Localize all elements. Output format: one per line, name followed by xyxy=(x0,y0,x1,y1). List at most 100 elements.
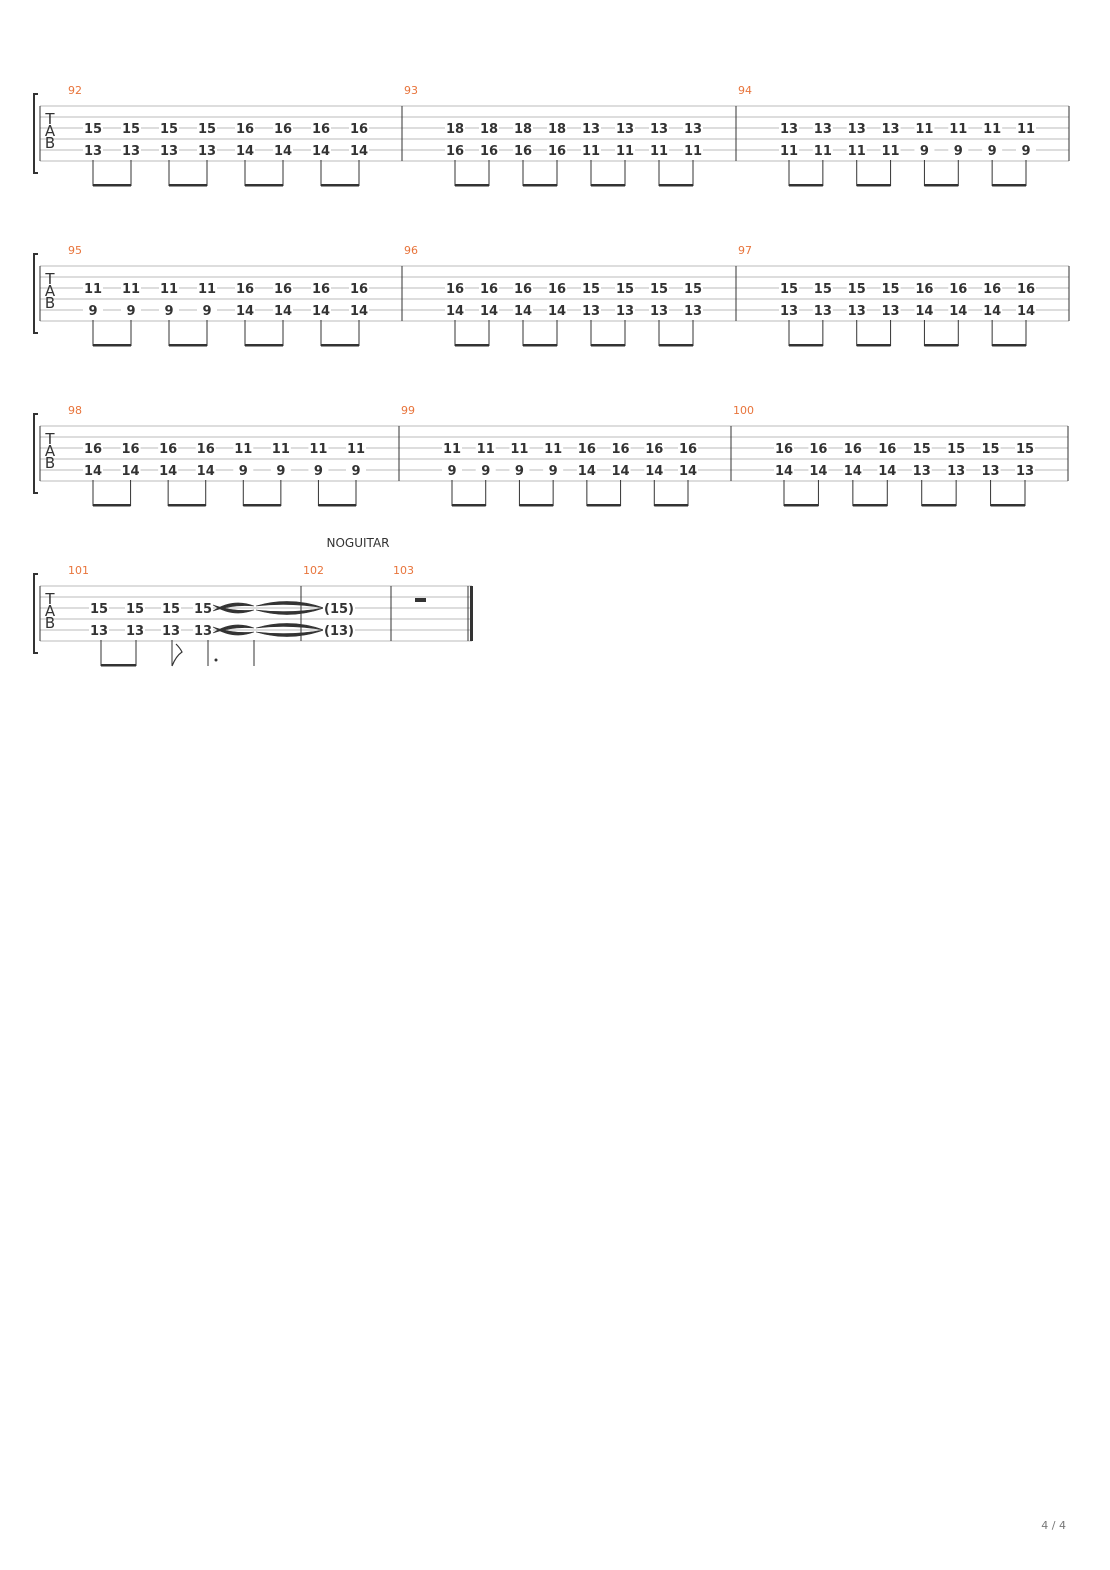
fret-number: 9 xyxy=(314,464,323,479)
fret-mask xyxy=(273,142,293,157)
fret-mask xyxy=(615,142,635,157)
tab-system: TAB9816141614161416141191191191199911911… xyxy=(33,404,1069,507)
fret-mask xyxy=(610,462,631,477)
fret-mask xyxy=(197,142,217,157)
tab-clef-letter: T xyxy=(44,430,55,448)
note-beam xyxy=(452,504,486,507)
fret-mask xyxy=(83,462,103,477)
fret-mask xyxy=(980,462,1001,477)
fret-mask xyxy=(911,440,932,455)
fret-number: 15 xyxy=(848,282,866,297)
fret-number: 14 xyxy=(312,144,330,159)
fret-mask xyxy=(195,440,216,455)
fret-mask xyxy=(812,142,833,157)
fret-number: 16 xyxy=(84,442,102,457)
fret-mask xyxy=(233,440,254,455)
fret-number: 16 xyxy=(446,282,464,297)
note-beam xyxy=(789,184,823,187)
fret-number: 9 xyxy=(88,304,97,319)
fret-number: 15 xyxy=(947,442,965,457)
note-beam xyxy=(245,184,283,187)
fret-mask xyxy=(808,440,829,455)
fret-mask xyxy=(779,120,799,135)
fret-number: 14 xyxy=(809,464,827,479)
fret-number: 9 xyxy=(988,144,997,159)
fret-mask xyxy=(779,302,799,317)
fret-number: 13 xyxy=(616,122,634,137)
fret-number: 14 xyxy=(159,464,177,479)
fret-number: 14 xyxy=(1017,304,1035,319)
note-beam xyxy=(168,504,206,507)
tie-arc xyxy=(255,629,325,637)
fret-number: 16 xyxy=(514,282,532,297)
fret-number: 13 xyxy=(882,122,900,137)
fret-number: 18 xyxy=(446,122,464,137)
fret-mask xyxy=(1015,462,1035,477)
fret-number: 13 xyxy=(126,624,144,639)
fret-number: 16 xyxy=(679,442,697,457)
fret-number: 15 xyxy=(1016,442,1034,457)
fret-mask xyxy=(610,440,631,455)
fret-mask xyxy=(83,280,103,295)
fret-mask xyxy=(581,280,601,295)
fret-number: 13 xyxy=(848,304,866,319)
fret-mask xyxy=(914,280,935,295)
fret-mask xyxy=(475,462,496,477)
fret-mask xyxy=(273,120,293,135)
fret-number: 15 xyxy=(684,282,702,297)
note-beam xyxy=(169,184,207,187)
fret-mask xyxy=(547,120,567,135)
tab-system: TAB1011513151315131513102(15)(13)103NOGU… xyxy=(33,536,473,667)
fret-number: 11 xyxy=(915,122,933,137)
fret-number: 18 xyxy=(480,122,498,137)
fret-mask xyxy=(197,280,217,295)
fret-mask xyxy=(479,302,499,317)
fret-number: 13 xyxy=(982,464,1000,479)
fret-mask xyxy=(914,302,935,317)
fret-mask xyxy=(479,280,499,295)
measure-number: 98 xyxy=(68,404,82,417)
fret-mask xyxy=(982,120,1003,135)
fret-mask xyxy=(948,280,969,295)
note-beam xyxy=(990,504,1025,507)
fret-mask xyxy=(125,600,145,615)
fret-number: 15 xyxy=(650,282,668,297)
note-beam xyxy=(856,344,891,347)
fret-number: 9 xyxy=(164,304,173,319)
fret-number: 9 xyxy=(549,464,558,479)
fret-mask xyxy=(779,142,799,157)
note-beam xyxy=(852,504,888,507)
augmentation-dot xyxy=(214,658,218,662)
fret-number: 15 xyxy=(913,442,931,457)
fret-number: 9 xyxy=(202,304,211,319)
fret-number: 13 xyxy=(582,122,600,137)
measure-number: 101 xyxy=(68,564,89,577)
fret-number: 11 xyxy=(814,144,832,159)
fret-number: (13) xyxy=(324,624,354,639)
note-beam xyxy=(992,344,1026,347)
fret-number: 16 xyxy=(983,282,1001,297)
fret-mask xyxy=(195,462,216,477)
fret-mask xyxy=(615,302,635,317)
fret-number: 13 xyxy=(194,624,212,639)
fret-number: 16 xyxy=(274,122,292,137)
fret-number: 9 xyxy=(447,464,456,479)
note-beam xyxy=(245,344,283,347)
fret-mask xyxy=(161,622,181,637)
fret-number: 11 xyxy=(983,122,1001,137)
fret-mask xyxy=(442,462,462,477)
noguitar-annotation: NOGUITAR xyxy=(327,536,390,550)
fret-number: 15 xyxy=(616,282,634,297)
fret-mask xyxy=(83,142,103,157)
tie-arc xyxy=(255,601,325,609)
tab-system: TAB9511911911911916141614161416149616141… xyxy=(33,244,1070,347)
fret-mask xyxy=(445,302,465,317)
fret-number: 11 xyxy=(443,442,461,457)
fret-mask xyxy=(946,462,967,477)
fret-mask xyxy=(509,462,530,477)
fret-mask xyxy=(547,280,567,295)
fret-mask xyxy=(678,462,698,477)
fret-number: 11 xyxy=(272,442,290,457)
fret-number: 14 xyxy=(514,304,532,319)
